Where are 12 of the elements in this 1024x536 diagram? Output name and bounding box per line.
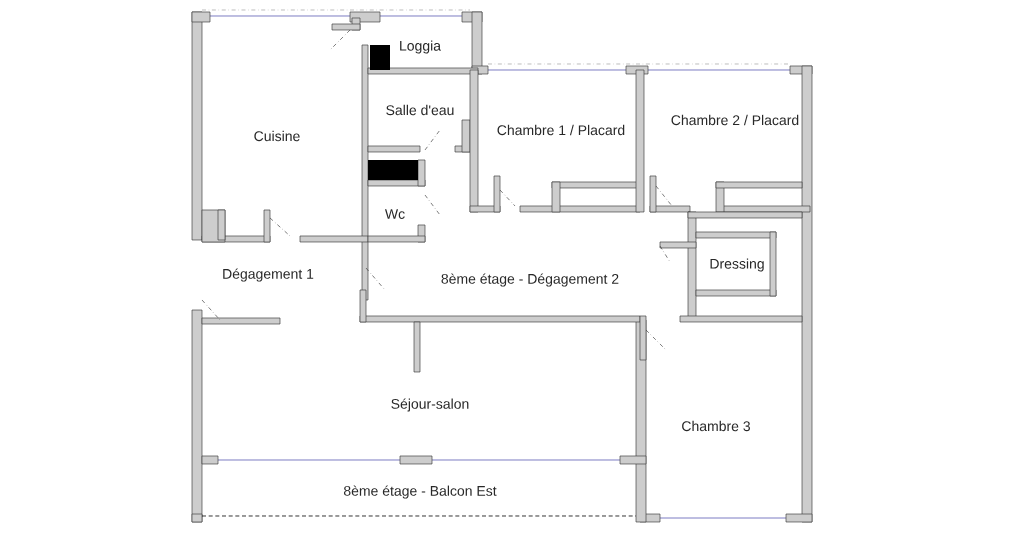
room-label: Salle d'eau xyxy=(386,104,454,116)
room-label: Chambre 1 / Placard xyxy=(497,124,625,136)
room-label: 8ème étage - Dégagement 2 xyxy=(441,273,619,287)
room-label: Dressing xyxy=(710,258,764,272)
room-label: Wc xyxy=(384,209,405,219)
room-label: Loggia xyxy=(400,40,441,54)
room-label: Séjour-salon xyxy=(391,398,469,412)
room-label: Cuisine xyxy=(254,130,300,142)
room-label: Dégagement 1 xyxy=(223,268,314,282)
room-label: Chambre 2 / Placard xyxy=(671,114,799,126)
room-label: 8ème étage - Balcon Est xyxy=(343,485,497,499)
room-label: Chambre 3 xyxy=(682,420,750,432)
